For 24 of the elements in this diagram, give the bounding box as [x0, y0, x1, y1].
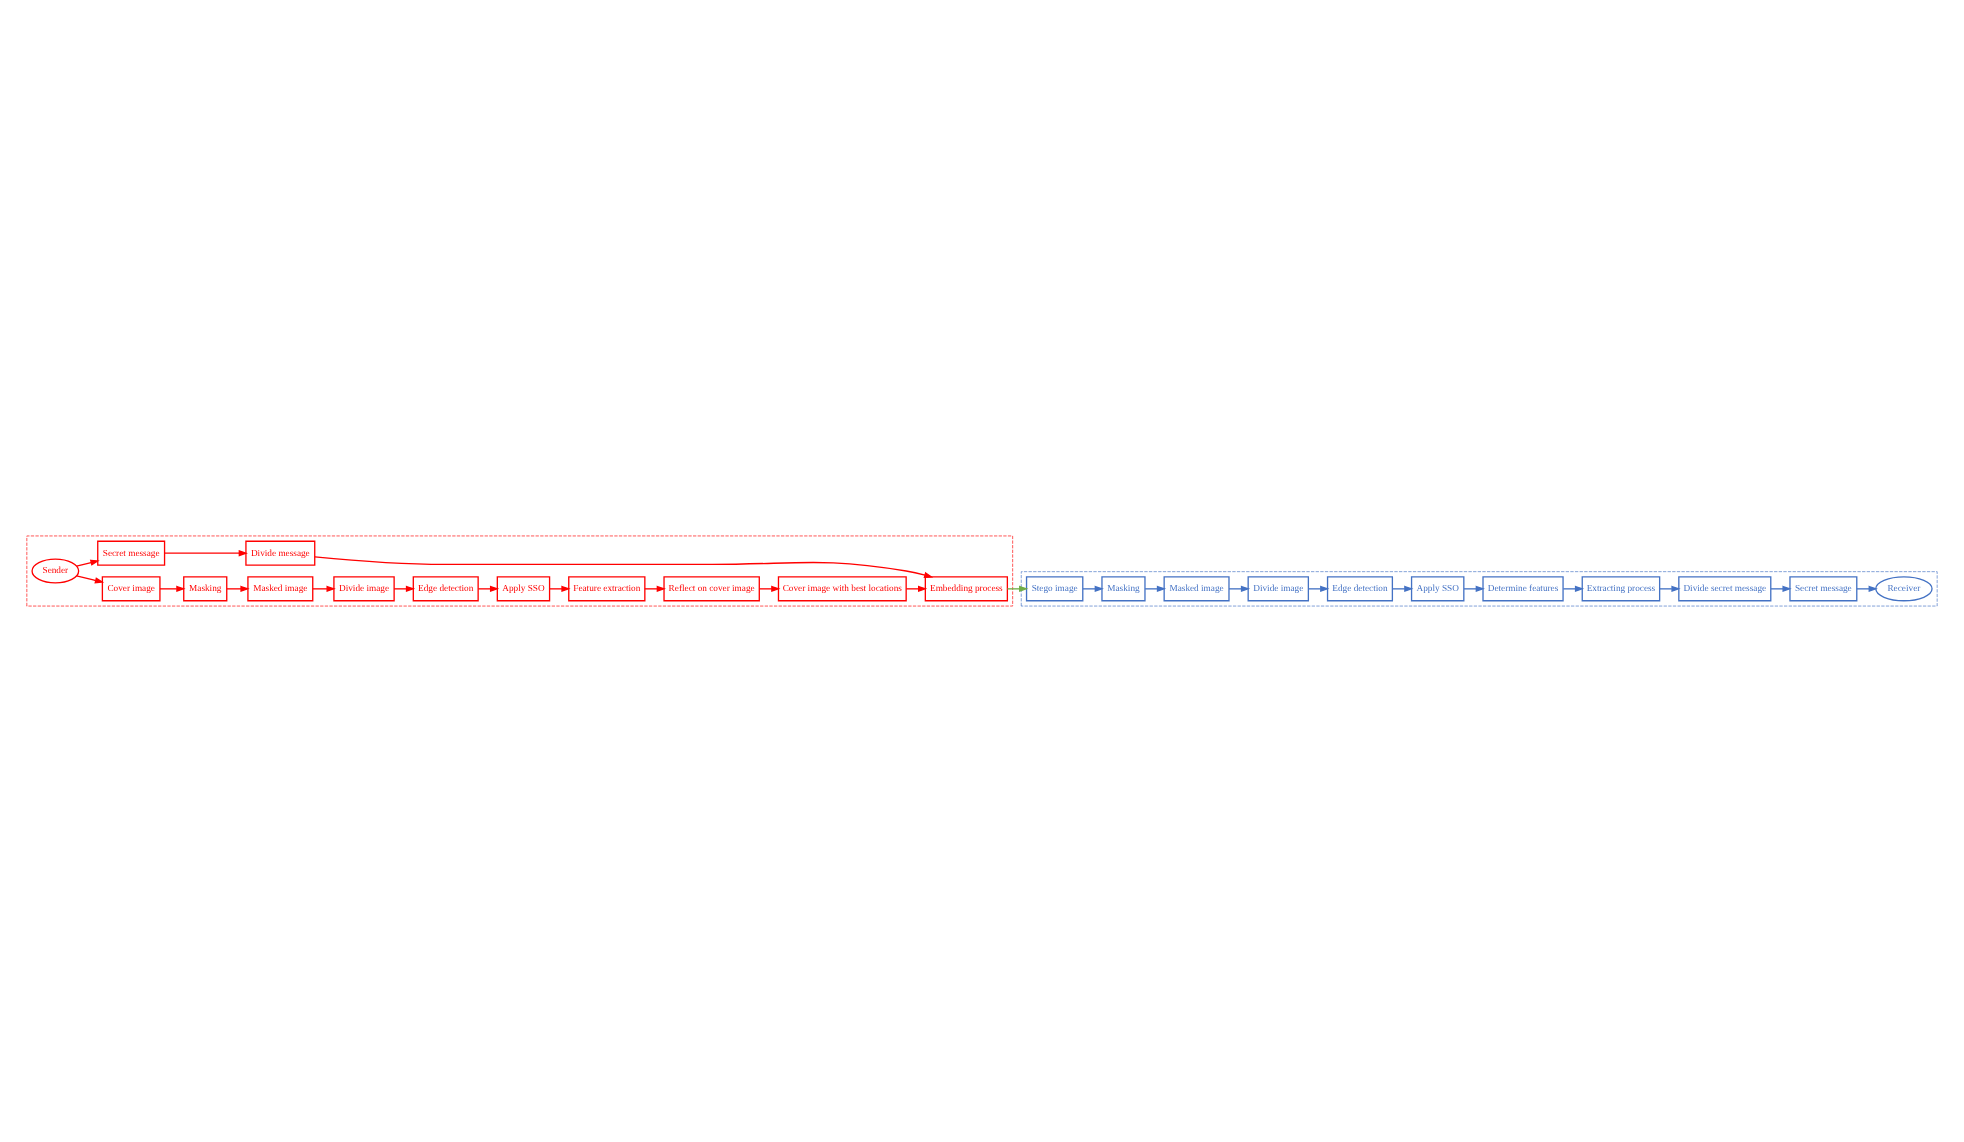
- arrow: [1856, 585, 1878, 593]
- arrow: [1659, 585, 1681, 593]
- arrow: [226, 585, 250, 593]
- arrow: [1307, 585, 1330, 593]
- arrow: [758, 585, 781, 593]
- arrow: [1770, 585, 1792, 593]
- arrow: [1463, 585, 1485, 593]
- arrow: [477, 585, 500, 593]
- arrow: [905, 585, 928, 593]
- arrow: [164, 549, 248, 557]
- arrow: [75, 559, 100, 567]
- arrow: [1562, 585, 1585, 593]
- arrow: [548, 585, 571, 593]
- arrow: [1006, 585, 1029, 593]
- arrow: [644, 585, 666, 593]
- arrow: [75, 575, 105, 584]
- arrow: [1391, 585, 1414, 593]
- arrow: [312, 585, 336, 593]
- arrow: [1082, 585, 1104, 593]
- arrow: [393, 585, 416, 593]
- arrow: [159, 585, 186, 593]
- arrow: [314, 556, 934, 579]
- arrow: [1228, 585, 1251, 593]
- arrow: [1144, 585, 1167, 593]
